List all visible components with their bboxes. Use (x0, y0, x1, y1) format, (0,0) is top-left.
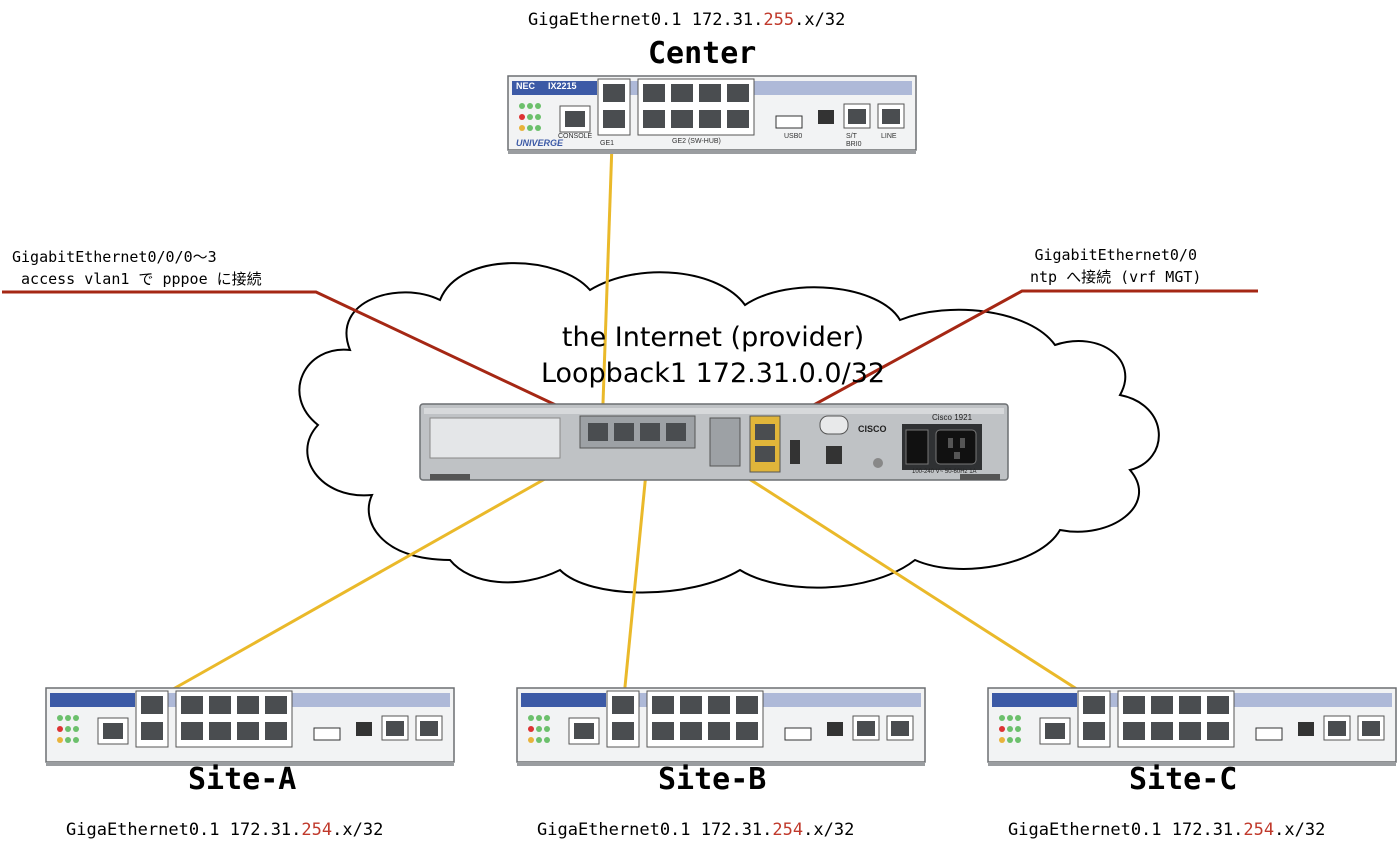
note-left-line1: GigabitEthernet0/0/0～3 (12, 248, 217, 266)
site-a-name: Site-A (188, 762, 297, 797)
note-left-line2: access vlan1 で pppoe に接続 (12, 270, 262, 288)
site-b-name: Site-B (658, 762, 767, 797)
center-st-label: S/T (846, 133, 857, 140)
cloud-line1: the Internet (provider) (561, 322, 865, 353)
site-a-device (45, 687, 455, 766)
callout-right (767, 289, 1258, 432)
callout-left (2, 290, 597, 426)
cisco-power-label: 100-240 V~ 50-60Hz 1A (912, 469, 977, 475)
note-right-line1: GigabitEthernet0/0 (1034, 246, 1197, 264)
note-right: GigabitEthernet0/0 ntp へ接続 (vrf MGT) (1030, 244, 1201, 288)
cloud-line2: Loopback1 172.31.0.0/32 (540, 358, 886, 389)
site-b-device (516, 687, 926, 766)
center-model: IX2215 (548, 81, 577, 91)
cisco-router (419, 403, 1009, 481)
center-bri0-label: BRI0 (846, 141, 862, 148)
callouts (2, 289, 1258, 432)
center-console-label: CONSOLE (558, 133, 593, 140)
site-c-name: Site-C (1129, 762, 1238, 797)
site-a-ip-label: GigaEthernet0.1 172.31.254.x/32 (66, 820, 384, 840)
site-b-ip-label: GigaEthernet0.1 172.31.254.x/32 (537, 820, 855, 840)
site-c-ip-label: GigaEthernet0.1 172.31.254.x/32 (1008, 820, 1326, 840)
center-device (507, 75, 917, 154)
note-left: GigabitEthernet0/0/0～3 access vlan1 で pp… (12, 246, 262, 290)
center-usb0-label: USB0 (784, 133, 803, 140)
center-ge1-label: GE1 (600, 140, 615, 147)
cisco-brand: CISCO (858, 424, 887, 434)
note-right-line2: ntp へ接続 (vrf MGT) (1030, 268, 1202, 286)
center-ip-label: GigaEthernet0.1 172.31.255.x/32 (528, 10, 846, 30)
site-c-device (987, 687, 1397, 766)
center-line-label: LINE (881, 133, 897, 140)
center-series: UNIVERGE (516, 138, 564, 148)
center-ge2-label: GE2 (SW-HUB) (672, 138, 721, 145)
cisco-model: Cisco 1921 (932, 413, 973, 422)
center-brand: NEC (516, 81, 536, 91)
cloud-label: the Internet (provider) Loopback1 172.31… (538, 320, 888, 392)
center-name: Center (648, 36, 757, 71)
